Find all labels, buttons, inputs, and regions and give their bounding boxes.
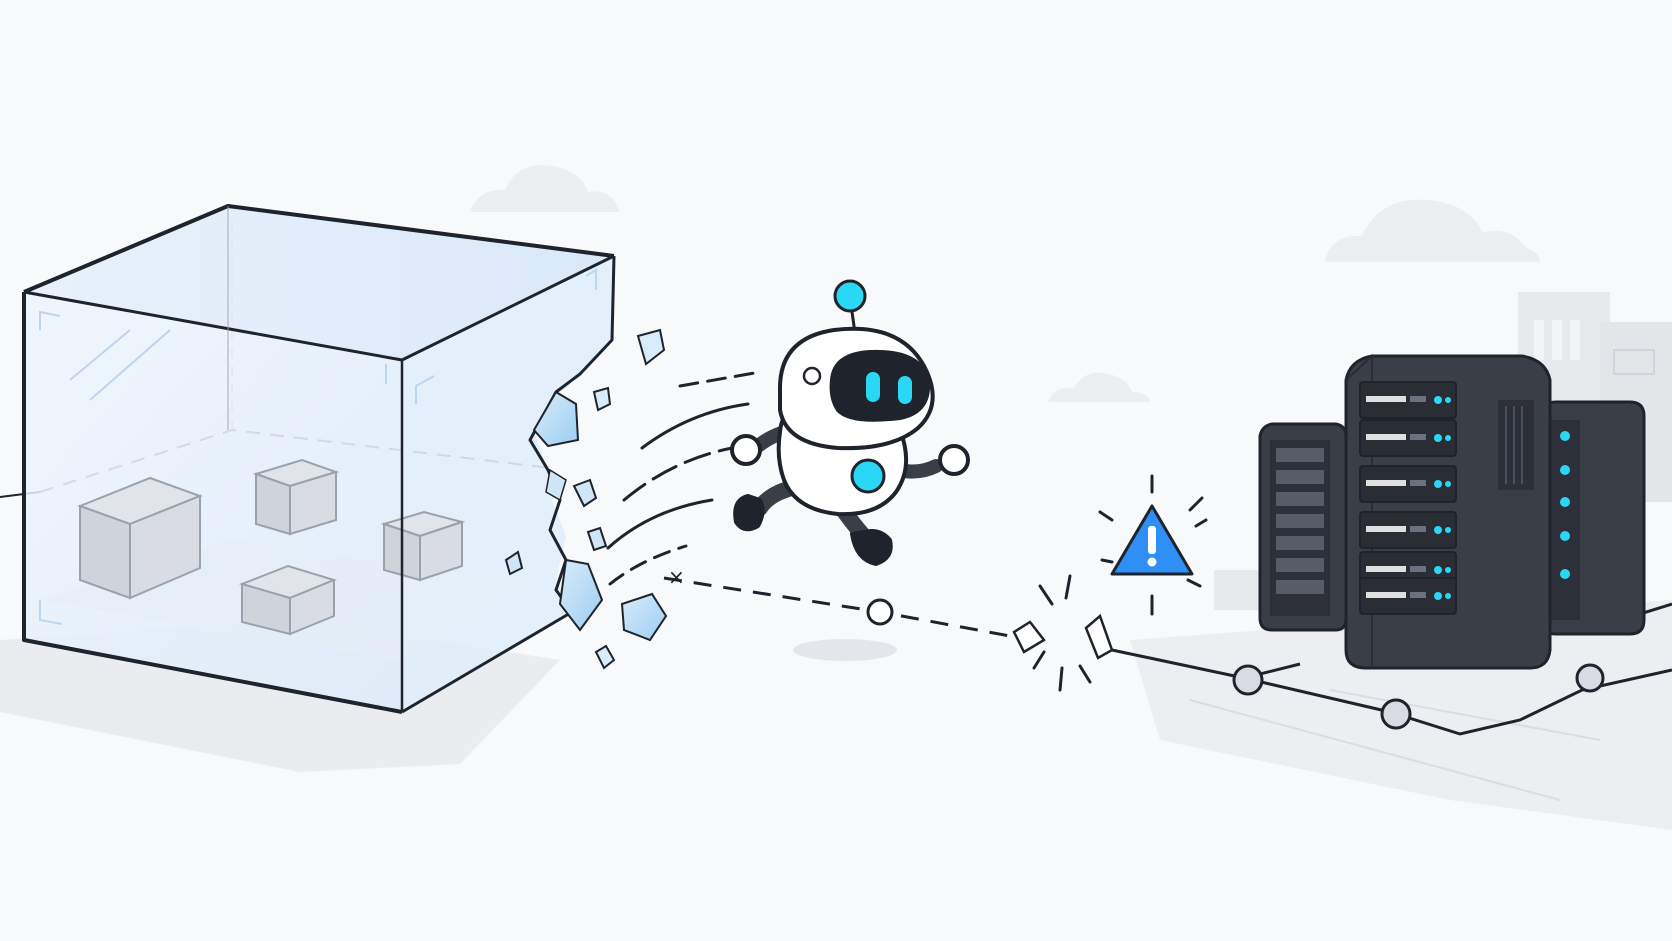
- server-rack-icon: [1258, 422, 1348, 632]
- svg-text:×: ×: [668, 565, 685, 589]
- connection-node: [866, 598, 894, 626]
- glass-top-face: [24, 206, 614, 360]
- warning-triangle-icon: [1098, 474, 1208, 616]
- server-drive-bays: [1359, 381, 1457, 615]
- crate: [238, 564, 337, 636]
- break-spark: [1032, 574, 1092, 692]
- cloud-icon: [1325, 199, 1540, 262]
- server-rack-icon: [1538, 400, 1646, 636]
- crate: [252, 458, 340, 536]
- network-cables: [1111, 602, 1672, 736]
- robot-eye: [898, 376, 912, 404]
- crate: [380, 510, 466, 582]
- motion-lines: [606, 370, 762, 586]
- cloud-icon: [1048, 372, 1150, 402]
- server-rack-icon: [1344, 353, 1552, 670]
- crate: [77, 476, 203, 600]
- connection-line: ×: [663, 565, 1011, 638]
- glass-box: [0, 204, 616, 714]
- flying-shards: [504, 328, 1114, 670]
- cloud-icon: [470, 165, 620, 212]
- robot-icon: [730, 279, 970, 566]
- robot-shadow: [793, 639, 897, 661]
- robot-eye: [866, 372, 880, 402]
- robot-chest-light: [850, 458, 886, 494]
- background-clouds: [470, 165, 1540, 402]
- building: [1214, 570, 1264, 610]
